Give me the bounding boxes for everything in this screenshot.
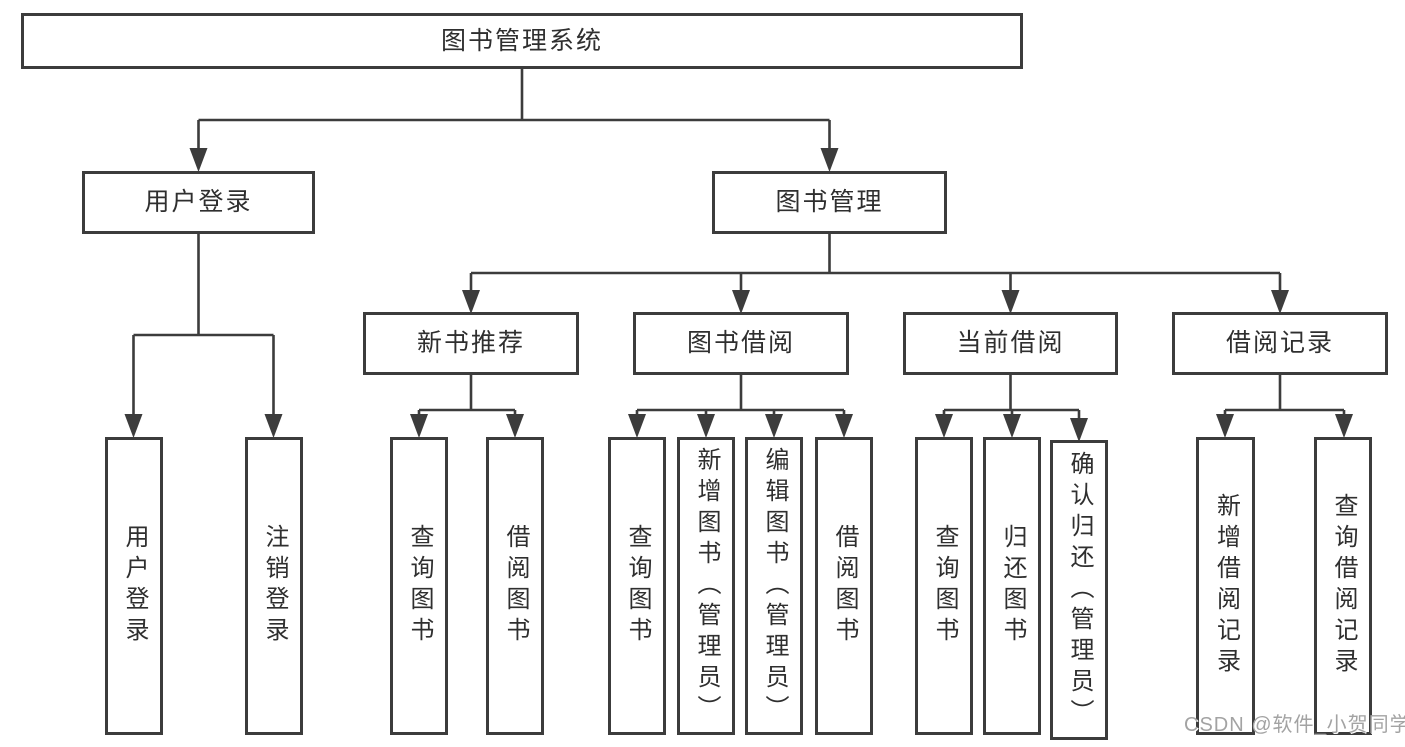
- arrowhead: [124, 414, 143, 438]
- connector-borrow-records-to-leaves: [1223, 375, 1346, 416]
- section-label: 新书推荐: [416, 329, 525, 357]
- leaf-label: 借阅图书: [502, 524, 529, 648]
- connector-lines: [132, 69, 1346, 420]
- leaf-add-book-admin: 新增图书（管理员）: [677, 437, 735, 735]
- arrowhead: [1001, 290, 1020, 314]
- arrowhead: [1271, 290, 1289, 314]
- arrowhead: [820, 148, 839, 172]
- watermark: CSDN @软件_小贺同学: [1184, 714, 1405, 736]
- arrowhead: [835, 414, 853, 438]
- leaf-label: 查询借阅记录: [1330, 493, 1357, 679]
- leaf-query-books-current: 查询图书: [915, 437, 973, 735]
- connector-current-borrow-to-leaves: [942, 375, 1081, 420]
- node-root-label: 图书管理系统: [440, 26, 603, 55]
- connector-new-book-to-leaves: [417, 375, 517, 416]
- arrowhead: [765, 414, 783, 438]
- leaf-logout: 注销登录: [245, 437, 303, 735]
- section-label: 借阅记录: [1225, 329, 1334, 357]
- node-section-book-borrow: 图书借阅: [633, 312, 849, 375]
- leaf-label: 新增图书（管理员）: [693, 446, 720, 726]
- section-label: 图书借阅: [686, 329, 795, 357]
- leaf-add-borrow-record: 新增借阅记录: [1196, 437, 1255, 735]
- leaf-edit-book-admin: 编辑图书（管理员）: [745, 437, 803, 735]
- arrowhead: [628, 414, 646, 438]
- arrowhead: [732, 290, 750, 314]
- arrowhead: [1070, 418, 1088, 442]
- leaf-label: 用户登录: [121, 524, 148, 648]
- node-user-login-label: 用户登录: [144, 188, 253, 216]
- leaf-confirm-return-admin: 确认归还（管理员）: [1050, 440, 1108, 740]
- leaf-query-books-recommend: 查询图书: [390, 437, 448, 735]
- arrowhead: [264, 414, 283, 438]
- node-book-management: 图书管理: [712, 171, 947, 234]
- connector-root-to-level2: [197, 69, 831, 150]
- leaf-user-login: 用户登录: [105, 437, 163, 735]
- leaf-query-books-borrow: 查询图书: [608, 437, 666, 735]
- leaf-borrow-books: 借阅图书: [815, 437, 873, 735]
- arrowhead: [410, 414, 428, 438]
- connector-arrowheads: [124, 148, 1353, 442]
- leaf-label: 新增借阅记录: [1212, 493, 1240, 679]
- node-book-management-label: 图书管理: [775, 188, 884, 216]
- leaf-borrow-books-recommend: 借阅图书: [486, 437, 544, 735]
- leaf-label: 查询图书: [931, 524, 958, 648]
- leaf-label: 归还图书: [999, 524, 1026, 648]
- arrowhead: [1003, 414, 1021, 438]
- arrowhead: [935, 414, 953, 438]
- leaf-return-books: 归还图书: [983, 437, 1041, 735]
- connector-book-borrow-to-leaves: [635, 375, 846, 416]
- leaf-label: 确认归还（管理员）: [1066, 450, 1093, 730]
- arrowhead: [462, 290, 480, 314]
- arrowhead: [1216, 414, 1234, 438]
- leaf-label: 注销登录: [261, 524, 288, 648]
- connector-book-management-to-sections: [469, 233, 1282, 292]
- arrowhead: [506, 414, 524, 438]
- leaf-label: 编辑图书（管理员）: [761, 446, 788, 726]
- node-section-borrow-records: 借阅记录: [1172, 312, 1388, 375]
- connector-user-login-to-leaves: [132, 233, 275, 416]
- node-section-new-book-recommend: 新书推荐: [363, 312, 579, 375]
- arrowhead: [697, 414, 715, 438]
- leaf-query-borrow-record: 查询借阅记录: [1314, 437, 1372, 735]
- section-label: 当前借阅: [956, 329, 1065, 357]
- node-section-current-borrow: 当前借阅: [903, 312, 1118, 375]
- leaf-label: 借阅图书: [831, 524, 858, 648]
- leaf-label: 查询图书: [624, 524, 651, 648]
- node-root: 图书管理系统: [21, 13, 1023, 69]
- leaf-label: 查询图书: [406, 524, 433, 648]
- arrowhead: [1335, 414, 1353, 438]
- arrowhead: [189, 148, 208, 172]
- node-user-login: 用户登录: [82, 171, 315, 234]
